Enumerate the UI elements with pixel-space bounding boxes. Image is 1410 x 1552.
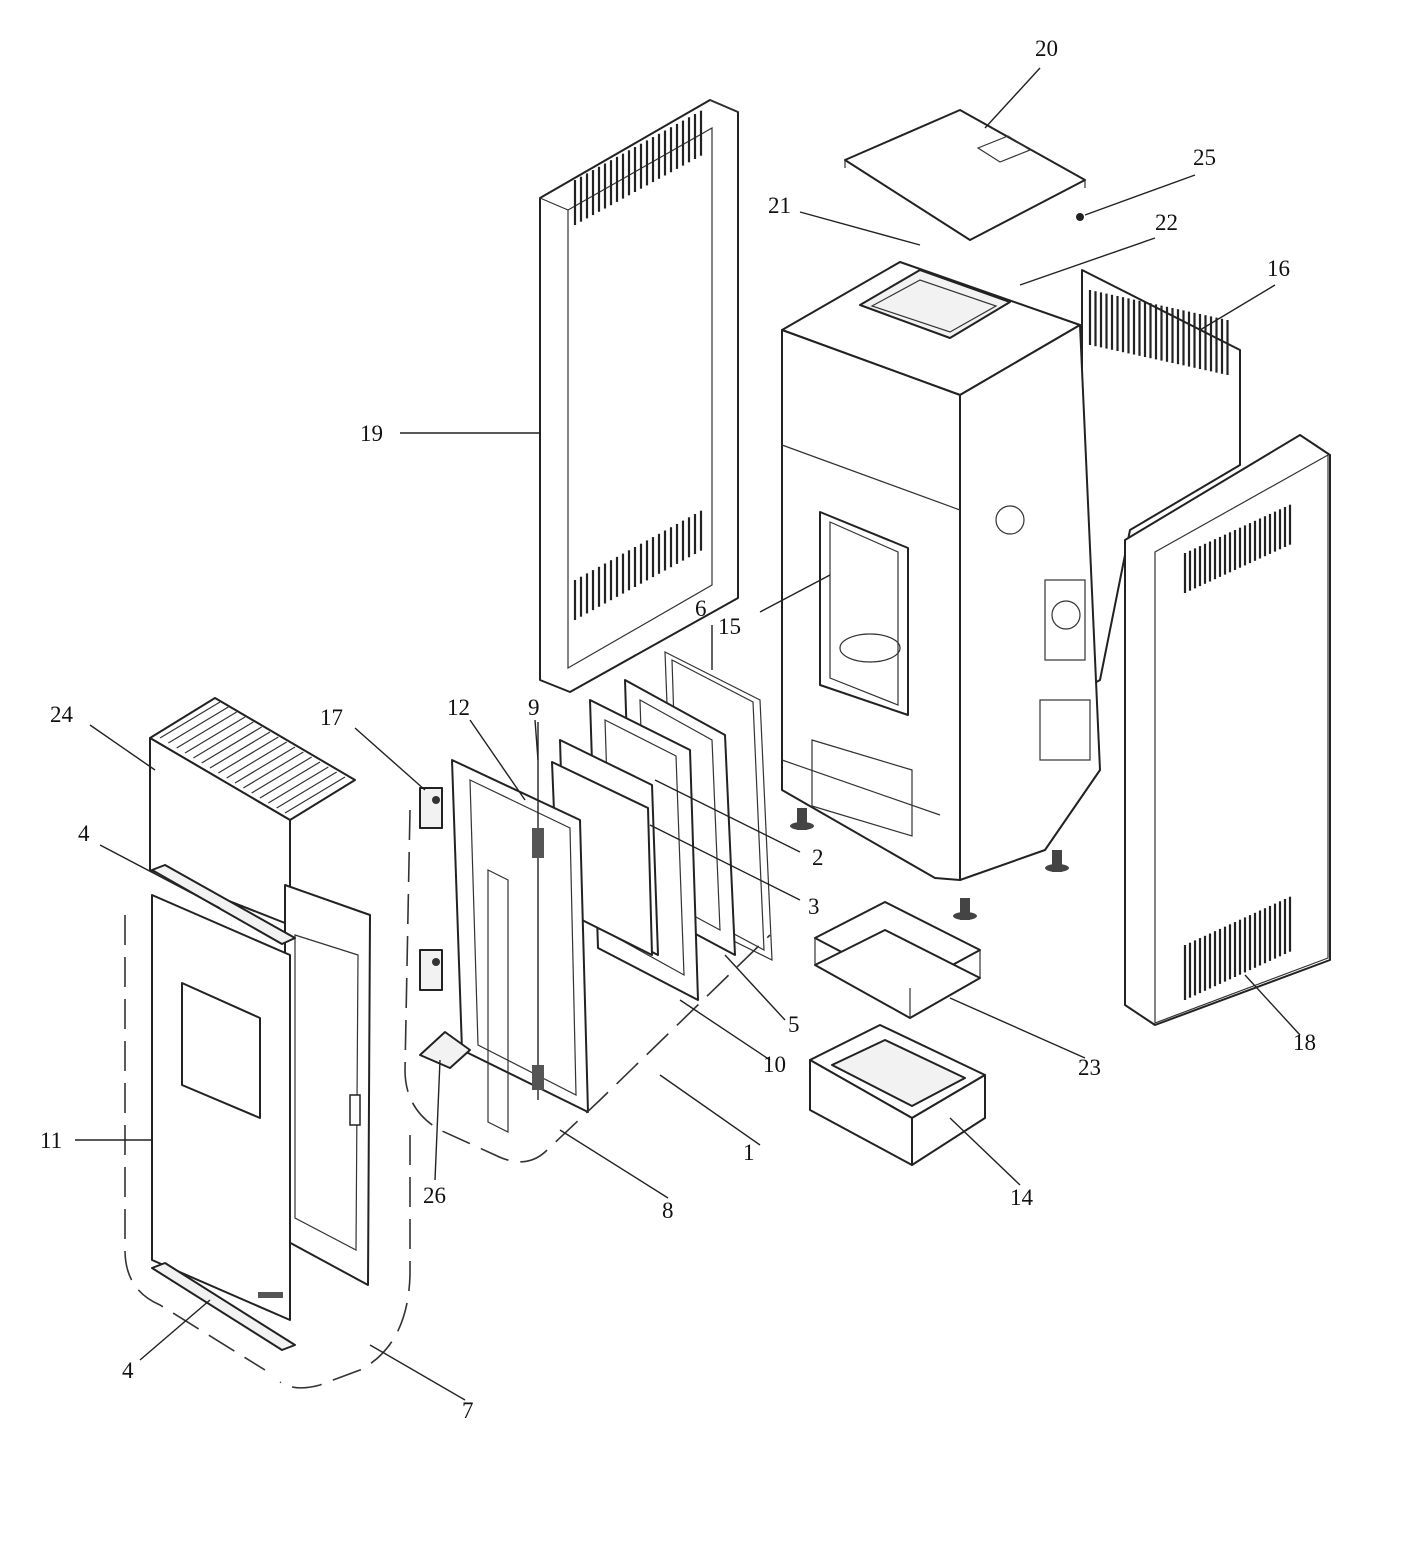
grille-slat [168, 706, 229, 744]
callout-22: 22 [1155, 210, 1178, 235]
callout-15: 15 [718, 614, 741, 639]
callout-6: 6 [695, 596, 707, 621]
grille-slat [159, 701, 221, 739]
callout-1: 1 [743, 1140, 755, 1165]
part-9-rod [532, 722, 544, 1100]
callout-19: 19 [360, 421, 383, 446]
callout-25: 25 [1193, 145, 1216, 170]
callout-24: 24 [50, 702, 74, 727]
part-4-rails [151, 864, 296, 1351]
callout-5: 5 [788, 1012, 800, 1037]
callout-4-top: 4 [78, 821, 90, 846]
callout-16: 16 [1267, 256, 1290, 281]
callout-17: 17 [320, 705, 343, 730]
callout-7: 7 [462, 1398, 474, 1423]
grille-slat [193, 721, 254, 759]
grille-slat [251, 756, 312, 794]
grille-slat [259, 761, 321, 799]
callout-4-bottom: 4 [122, 1358, 134, 1383]
part-17-hinges [419, 787, 443, 991]
callout-11: 11 [40, 1128, 62, 1153]
part-24-top-grille [149, 697, 356, 926]
grille-slat [268, 766, 329, 804]
part-18-right-side-panel [1124, 434, 1331, 1026]
callout-9: 9 [528, 695, 540, 720]
callout-labels: 1 2 3 4 4 5 6 7 8 9 10 11 12 14 15 16 17… [40, 36, 1316, 1423]
part-14-ash-drawer [809, 1024, 986, 1166]
callout-14: 14 [1010, 1185, 1034, 1210]
grille-slat [276, 771, 337, 809]
group-outline-7b [279, 1135, 411, 1389]
callout-18: 18 [1293, 1030, 1316, 1055]
grille-slat [243, 751, 304, 789]
part-25-screw [1076, 213, 1084, 221]
callout-23: 23 [1078, 1055, 1101, 1080]
callout-21: 21 [768, 193, 791, 218]
grille-slat [201, 726, 262, 764]
grille-slat [226, 741, 287, 779]
callout-26: 26 [423, 1183, 446, 1208]
callout-8: 8 [662, 1198, 674, 1223]
part-7-door-assembly [284, 884, 371, 1286]
part-23-plates [814, 901, 981, 1019]
grille-slat [184, 716, 246, 754]
grille-slat [234, 746, 296, 784]
callout-20: 20 [1035, 36, 1058, 61]
callout-12: 12 [447, 695, 470, 720]
callout-2: 2 [812, 845, 824, 870]
grille-slat [176, 711, 237, 749]
part-11-door-glass [151, 894, 291, 1321]
part-15-stove-body [781, 261, 1101, 920]
callout-10: 10 [763, 1052, 786, 1077]
leader-lines [75, 67, 1301, 1401]
grille-slat [284, 776, 346, 814]
group-outline-7 [124, 915, 266, 1371]
callout-3: 3 [808, 894, 820, 919]
part-12-door-frame [451, 759, 589, 1133]
part-19-side-panel [539, 99, 739, 693]
grille-slat [209, 731, 271, 769]
group-outline-1 [404, 809, 771, 1163]
part-20-top-lid [844, 109, 1086, 241]
grille-slat [218, 736, 279, 774]
